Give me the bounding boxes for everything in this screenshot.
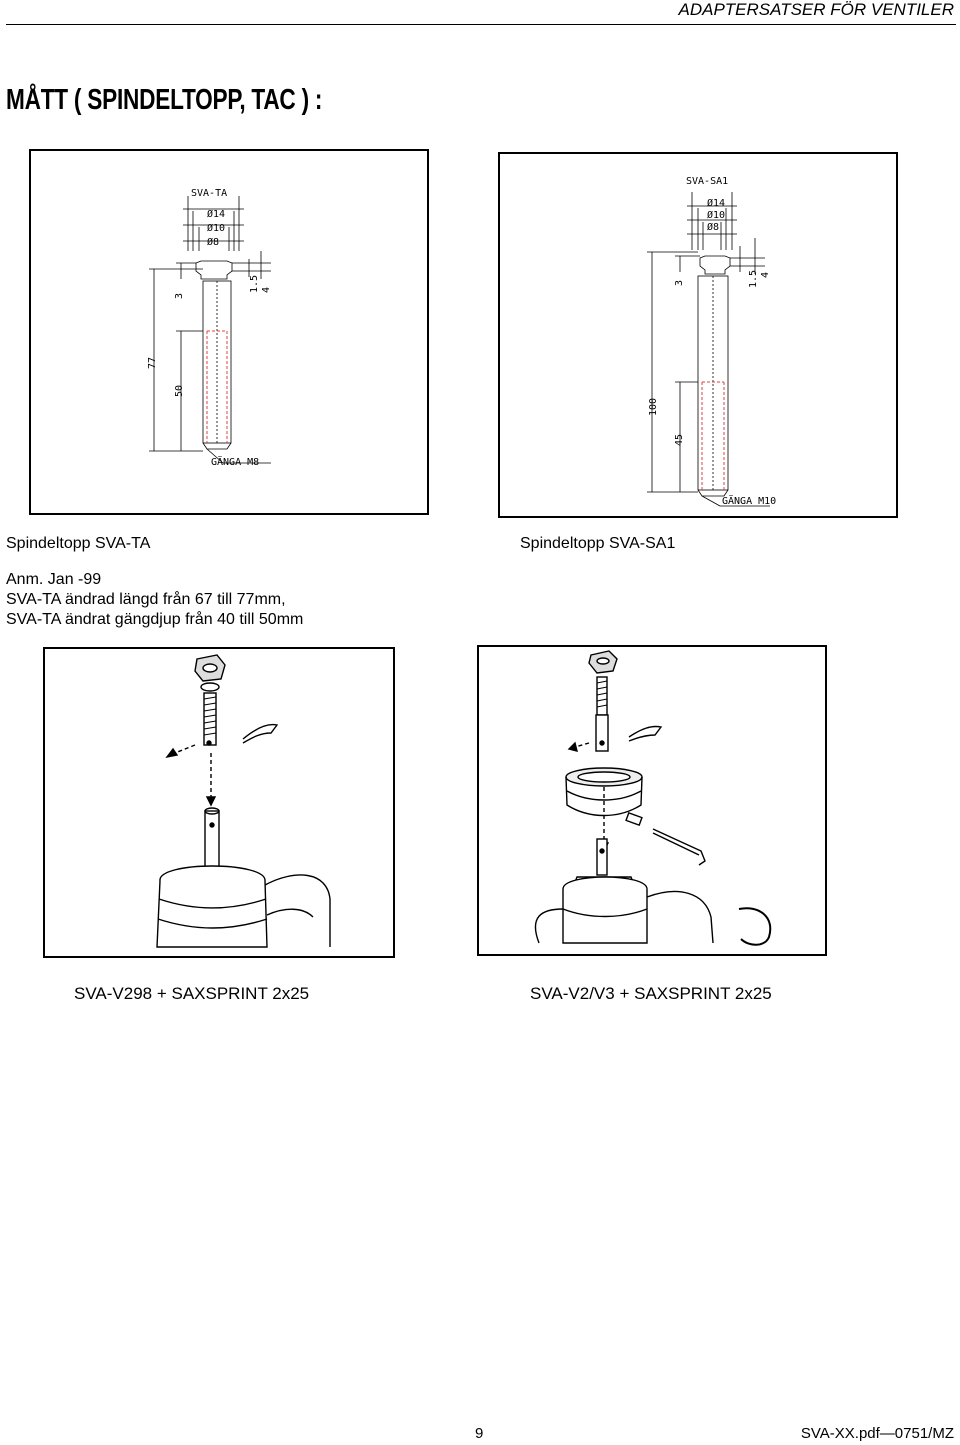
caption-sva-v298: SVA-V298 + SAXSPRINT 2x25 [74, 984, 310, 1003]
drawing-frame-sva-ta: SVA-TA Ø14 Ø10 Ø8 GÄNGA M8 77 50 3 1.5 4 [29, 149, 429, 515]
header-title: ADAPTERSATSER FÖR VENTILER [678, 0, 954, 19]
dim-top-b-right: 4 [760, 272, 771, 278]
document-reference: SVA-XX.pdf—0751/MZ [800, 1425, 954, 1442]
label-sva-ta: SVA-TA [191, 188, 227, 199]
note-line-1: Anm. Jan -99 [6, 571, 102, 588]
dia-8-label: Ø8 [207, 236, 219, 248]
page-title: MÅTT ( SPINDELTOPP, TAC ) : [6, 84, 323, 116]
dia-14-label: Ø14 [207, 208, 225, 220]
assembly-sva-v298 [156, 654, 331, 948]
assembly-sva-v2-v3 [534, 650, 772, 946]
header-rule [6, 24, 956, 25]
dim-top-a-right: 1.5 [748, 270, 759, 288]
note-line-3: SVA-TA ändrat gängdjup från 40 till 50mm [6, 611, 304, 628]
dim-thread: 50 [174, 385, 185, 397]
dim-total: 77 [147, 357, 158, 369]
drawing-frame-sva-sa1: SVA-SA1 Ø14 Ø10 Ø8 GÄNGA M10 100 45 3 1.… [498, 152, 898, 518]
dim-top-a: 1.5 [249, 275, 260, 293]
caption-sva-ta: Spindeltopp SVA-TA [6, 535, 151, 552]
caption-sva-sa1: Spindeltopp SVA-SA1 [520, 535, 676, 552]
note-line-2: SVA-TA ändrad längd från 67 till 77mm, [6, 591, 286, 608]
thread-note-right: GÄNGA M10 [722, 494, 776, 507]
dim-top-b: 4 [261, 287, 272, 293]
dia-8-label-right: Ø8 [707, 221, 719, 233]
revision-note: Anm. Jan -99 SVA-TA ändrad längd från 67… [6, 570, 303, 630]
assembly-frame-sva-v2-v3 [477, 645, 827, 956]
dia-10-label: Ø10 [207, 222, 225, 234]
dim-collar: 3 [174, 293, 185, 299]
drawing-sva-ta: SVA-TA Ø14 Ø10 Ø8 GÄNGA M8 77 50 3 1.5 4 [147, 188, 272, 468]
dim-collar-right: 3 [674, 280, 685, 286]
page-number: 9 [475, 1425, 484, 1442]
drawing-sva-sa1: SVA-SA1 Ø14 Ø10 Ø8 GÄNGA M10 100 45 3 1.… [647, 176, 776, 507]
dia-14-label-right: Ø14 [707, 197, 725, 209]
dim-total-right: 100 [648, 398, 659, 416]
caption-sva-v2-v3: SVA-V2/V3 + SAXSPRINT 2x25 [530, 984, 772, 1003]
dim-thread-right: 45 [674, 434, 685, 446]
dia-10-label-right: Ø10 [707, 209, 725, 221]
thread-note: GÄNGA M8 [211, 455, 259, 468]
assembly-frame-sva-v298 [43, 647, 395, 958]
label-sva-sa1: SVA-SA1 [686, 176, 728, 187]
